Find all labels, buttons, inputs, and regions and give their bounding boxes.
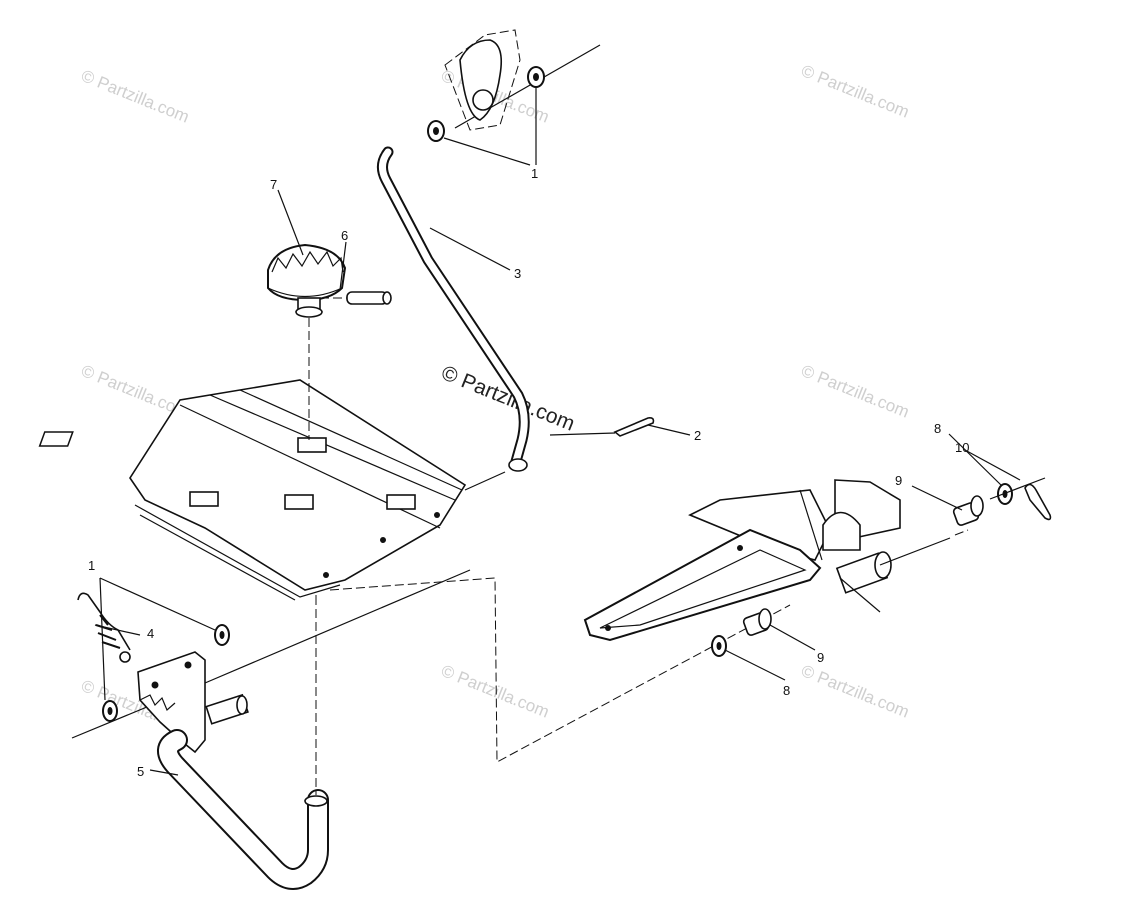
callout-labels: 1 1 2 3 4 5 6 7 8 8 9 9 10 [88,166,969,779]
callout-1-left: 1 [88,558,95,573]
callout-10: 10 [955,440,969,455]
shift-rod [377,146,530,472]
callout-8-upper: 8 [934,421,941,436]
cotter-pin [549,417,655,437]
callout-9-upper: 9 [895,473,902,488]
watermark-3: © Partzilla.com [799,61,912,122]
watermark-8: © Partzilla.com [799,661,912,722]
callout-5: 5 [137,764,144,779]
watermark-1: © Partzilla.com [79,66,192,127]
brake-lever-assembly [71,569,471,890]
footboard [38,379,506,601]
connector-dash [329,577,791,763]
callout-1-top: 1 [531,166,538,181]
callout-6: 6 [341,228,348,243]
leader-lines [94,87,1021,776]
upper-cam-assembly [427,29,601,142]
pedal-assembly [583,477,1052,657]
callout-2: 2 [694,428,701,443]
callout-7: 7 [270,177,277,192]
callout-3: 3 [514,266,521,281]
watermark-5: © Partzilla.com [799,361,912,422]
callout-9-lower: 9 [817,650,824,665]
callout-4: 4 [147,626,154,641]
brake-knob [267,243,392,440]
callout-8-lower: 8 [783,683,790,698]
watermark-7: © Partzilla.com [439,661,552,722]
